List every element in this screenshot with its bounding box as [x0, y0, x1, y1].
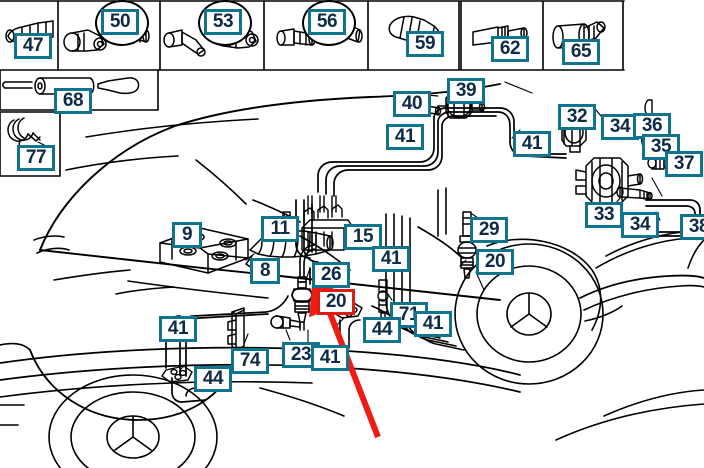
legend-badge-68[interactable]: 68	[54, 88, 92, 114]
legend-badge-65[interactable]: 65	[562, 39, 600, 65]
callout-badge-8[interactable]: 8	[250, 258, 280, 284]
callout-badge-41-a[interactable]: 41	[386, 124, 424, 150]
callout-badge-20-b[interactable]: 20	[476, 249, 514, 275]
callout-badge-9[interactable]: 9	[172, 222, 202, 248]
callout-badge-44-a[interactable]: 44	[194, 366, 232, 392]
callout-badge-26[interactable]: 26	[312, 262, 350, 288]
legend-badge-47[interactable]: 47	[14, 33, 52, 59]
callout-badge-41-f[interactable]: 41	[311, 345, 349, 371]
callout-badge-41-b[interactable]: 41	[513, 131, 551, 157]
legend-badge-59[interactable]: 59	[406, 31, 444, 57]
legend-badge-77[interactable]: 77	[17, 145, 55, 171]
callout-badge-34-a[interactable]: 34	[601, 114, 639, 140]
legend-badge-56[interactable]: 56	[308, 9, 346, 35]
legend-badge-50[interactable]: 50	[101, 9, 139, 35]
callout-badge-41-d[interactable]: 41	[414, 311, 452, 337]
callout-badge-29[interactable]: 29	[470, 217, 508, 243]
callout-badge-37[interactable]: 37	[665, 151, 703, 177]
callout-badge-39[interactable]: 39	[447, 78, 485, 104]
callout-badge-34-b[interactable]: 34	[621, 212, 659, 238]
callout-badge-33[interactable]: 33	[585, 202, 623, 228]
callout-badge-20-highlighted[interactable]: 20	[317, 289, 355, 315]
callout-badge-38[interactable]: 38	[680, 214, 704, 240]
callout-badge-15[interactable]: 15	[344, 224, 382, 250]
callout-badge-32[interactable]: 32	[558, 104, 596, 130]
legend-badge-53[interactable]: 53	[204, 9, 242, 35]
callout-badge-74[interactable]: 74	[231, 348, 269, 374]
callout-badge-11[interactable]: 11	[261, 216, 299, 242]
red-arrow-line	[309, 270, 381, 439]
callout-badge-41-e[interactable]: 41	[159, 316, 197, 342]
callout-badge-41-c[interactable]: 41	[372, 246, 410, 272]
legend-badge-62[interactable]: 62	[491, 36, 529, 62]
callout-badge-44-b[interactable]: 44	[363, 317, 401, 343]
callout-badge-40[interactable]: 40	[393, 91, 431, 117]
